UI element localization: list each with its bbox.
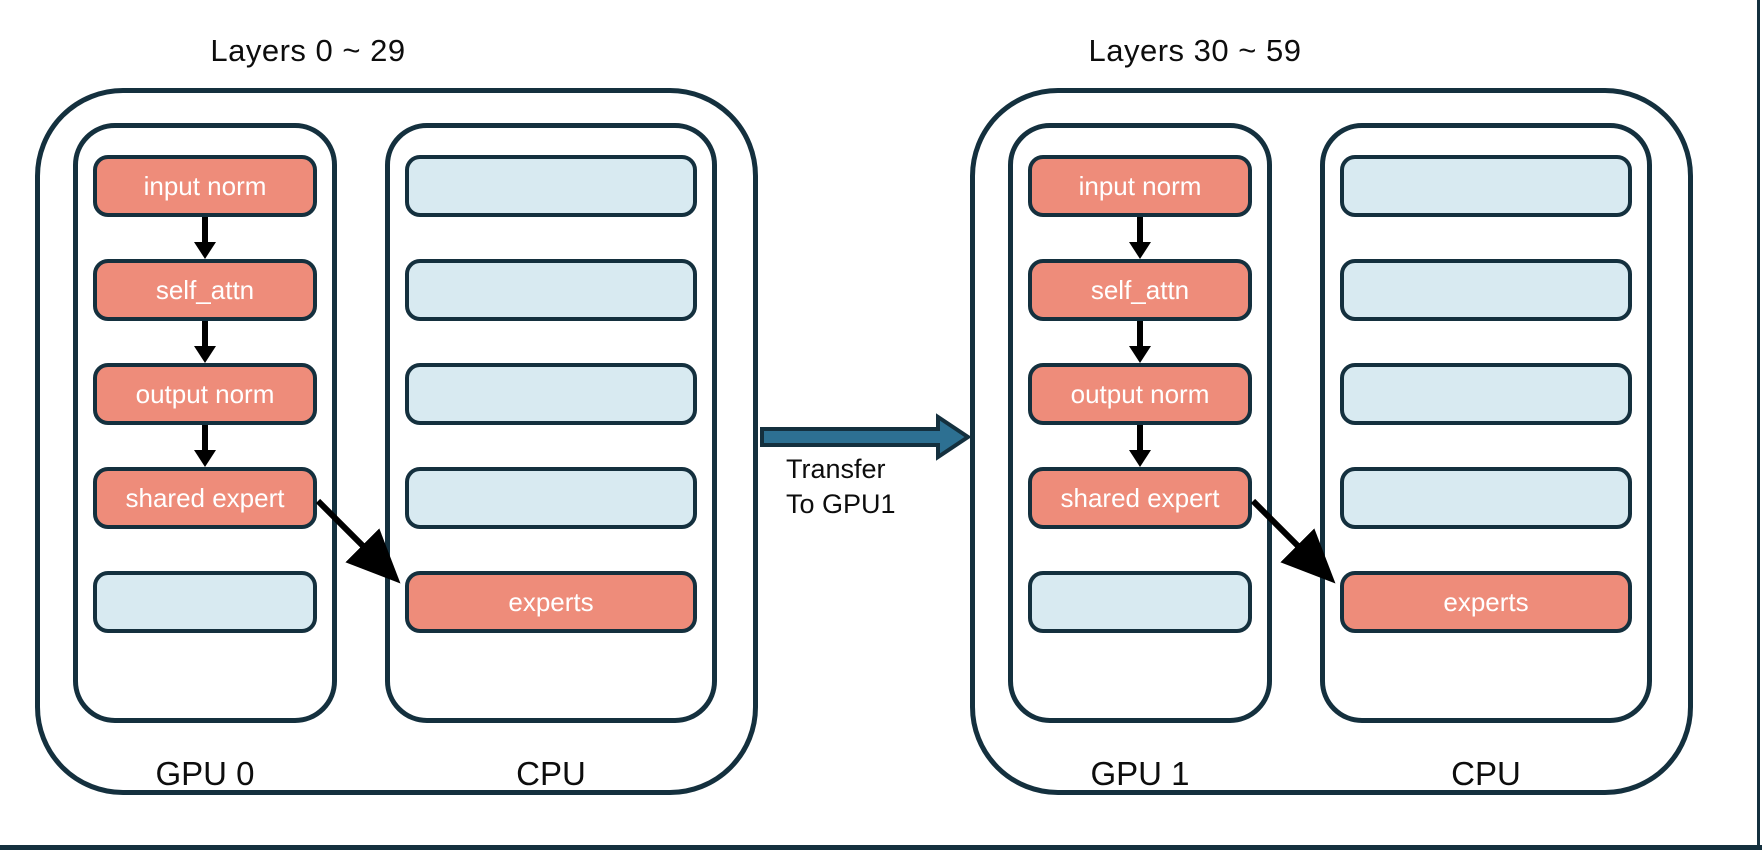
block-output-norm: output norm: [1028, 363, 1252, 425]
block-input-norm: input norm: [93, 155, 317, 217]
block-input-norm: input norm: [1028, 155, 1252, 217]
gpu1-label: GPU 1: [1090, 755, 1190, 792]
canvas-bottom-edge: [0, 845, 1762, 850]
group-title-layers-0-29: Layers 0 ~ 29: [210, 33, 406, 68]
block-output-norm: output norm: [93, 363, 317, 425]
gpu0-column: input norm self_attn output norm shared …: [73, 123, 337, 723]
block-empty: [1028, 571, 1252, 633]
block-self-attn: self_attn: [93, 259, 317, 321]
block-empty: [1340, 363, 1632, 425]
transfer-label-line2: To GPU1: [786, 489, 896, 519]
down-arrow-icon: [194, 321, 216, 363]
down-arrow-icon: [194, 425, 216, 467]
block-self-attn: self_attn: [1028, 259, 1252, 321]
cpu-label-right: CPU: [1451, 755, 1521, 792]
group-title-layers-30-59: Layers 30 ~ 59: [1088, 33, 1302, 68]
down-arrow-icon: [1129, 425, 1151, 467]
gpu0-label: GPU 0: [155, 755, 255, 792]
cpu-label-left: CPU: [516, 755, 586, 792]
down-arrow-icon: [194, 217, 216, 259]
block-empty: [405, 155, 697, 217]
canvas-right-edge: [1757, 0, 1760, 850]
group-gpu0-cpu: input norm self_attn output norm shared …: [35, 88, 758, 795]
block-empty: [405, 467, 697, 529]
block-empty: [1340, 155, 1632, 217]
block-shared-expert: shared expert: [93, 467, 317, 529]
block-empty: [405, 363, 697, 425]
cpu-column-left: experts: [385, 123, 717, 723]
block-shared-expert: shared expert: [1028, 467, 1252, 529]
gpu1-column: input norm self_attn output norm shared …: [1008, 123, 1272, 723]
transfer-arrow-icon: [760, 413, 972, 461]
cpu-column-right: experts: [1320, 123, 1652, 723]
down-arrow-icon: [1129, 321, 1151, 363]
block-empty: [93, 571, 317, 633]
block-empty: [1340, 467, 1632, 529]
block-empty: [405, 259, 697, 321]
block-experts: experts: [1340, 571, 1632, 633]
group-gpu1-cpu: input norm self_attn output norm shared …: [970, 88, 1693, 795]
block-experts: experts: [405, 571, 697, 633]
transfer-label-line1: Transfer: [786, 454, 886, 484]
transfer-label: Transfer To GPU1: [786, 452, 896, 522]
block-empty: [1340, 259, 1632, 321]
down-arrow-icon: [1129, 217, 1151, 259]
